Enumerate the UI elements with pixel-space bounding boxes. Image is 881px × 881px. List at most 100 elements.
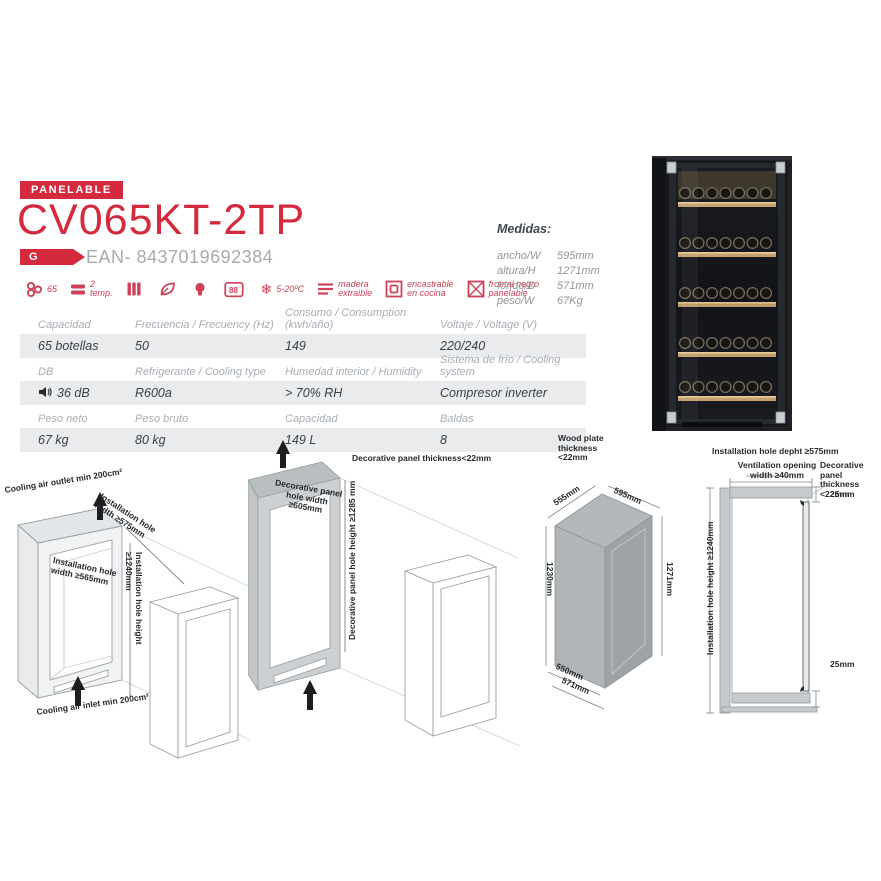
feature-label: madera extraible — [338, 279, 373, 299]
feature-temp-zones: 2 temp. — [70, 279, 113, 299]
spec-value: 50 — [135, 339, 149, 353]
spec-value: 67 kg — [38, 433, 69, 447]
spec-header: Baldas — [440, 413, 474, 425]
spec-header: Peso neto — [38, 413, 88, 425]
spec-header: Peso bruto — [135, 413, 189, 425]
dimension-label: fondo/D — [497, 280, 536, 292]
spec-header-row: DB Refrigerante / Cooling type Humedad i… — [20, 354, 586, 378]
dimension-value: 571mm — [557, 280, 594, 292]
spec-table: Capacidad Frecuencia / Frecuency (Hz) Co… — [20, 307, 586, 458]
feature-bottles: 65 — [26, 281, 57, 298]
panelable-badge: PANELABLE — [20, 181, 123, 199]
spec-value: R600a — [135, 386, 172, 400]
feature-label: 5-20ºC — [276, 283, 305, 294]
bottles-icon — [26, 281, 43, 298]
spec-value: 80 kg — [135, 433, 166, 447]
spec-value-row: 36 dB R600a > 70% RH Compresor inverter — [20, 381, 586, 405]
dimensions-title: Medidas: — [497, 222, 552, 236]
feature-temperature-range: ❄ 5-20ºC — [261, 282, 305, 296]
section-diagram-art — [706, 475, 829, 714]
feature-label: encastrable en cocina — [407, 279, 454, 299]
svg-text:88: 88 — [229, 286, 238, 295]
product-photo — [652, 156, 792, 433]
section-depth-label: Installation hole depht ≥575mm — [712, 446, 839, 456]
section-diagram: Installation hole depht ≥575mm Ventilati… — [700, 440, 881, 740]
spec-value: 36 dB — [57, 386, 90, 400]
section-gap-bottom-label: 25mm — [830, 659, 855, 669]
feature-built-in: encastrable en cocina — [385, 279, 454, 299]
energy-class-badge: G — [20, 249, 85, 265]
panel-thickness-label: Decorative panel thickness<22mm — [352, 453, 492, 463]
section-gap-top-label: 25mm — [830, 489, 855, 499]
snowflake-icon: ❄ — [260, 281, 273, 298]
dimension-row: peso/W 67Kg — [497, 295, 600, 310]
feature-wood-shelves: madera extraible — [317, 279, 373, 299]
hole-height-label: Installation hole height ≥1240mm — [124, 552, 144, 645]
spec-value-row: 67 kg 80 kg 149 L 8 — [20, 428, 586, 452]
dim-1230-label: 1230mm — [545, 562, 555, 597]
spec-value: 8 — [440, 433, 447, 447]
spec-value-row: 65 botellas 50 149 220/240 — [20, 334, 586, 358]
bulb-icon — [193, 281, 207, 298]
digital-display-icon: 88 — [223, 281, 244, 298]
feature-eco — [159, 281, 180, 297]
wood-rails-icon — [317, 281, 334, 297]
spec-value: 220/240 — [440, 339, 486, 353]
panel-front-icon — [467, 280, 485, 298]
spec-header: Frecuencia / Frecuency (Hz) — [135, 319, 274, 331]
wine-cooler-image — [652, 156, 792, 431]
spec-value: 149 — [285, 339, 306, 353]
dimension-label: ancho/W — [497, 250, 541, 262]
feature-light — [193, 281, 211, 298]
spec-value-noise: 36 dB — [38, 386, 135, 401]
shelves-icon — [126, 281, 142, 297]
spec-value: 65 botellas — [38, 339, 99, 353]
feature-icons-row: 65 2 temp. 88 ❄ 5-20ºC madera extraib — [26, 279, 540, 299]
spec-header: Humedad interior / Humidity — [285, 366, 422, 378]
spec-header: Sistema de frío / Cooling system — [440, 354, 561, 378]
dimension-label: peso/W — [497, 295, 535, 307]
leaf-icon — [159, 281, 176, 297]
panel-diagram-art — [247, 440, 521, 747]
spec-value: 149 L — [285, 433, 317, 447]
spec-header: Voltaje / Voltage (V) — [440, 319, 538, 331]
dim-1271-label: 1271mm — [665, 562, 675, 597]
feature-shelves — [126, 281, 146, 297]
feature-label: frontal negro panelable — [488, 279, 540, 299]
spec-header-row: Peso neto Peso bruto Capacidad Baldas — [20, 411, 586, 425]
dimension-value: 67Kg — [557, 295, 583, 307]
spec-header: DB — [38, 366, 54, 378]
install-diagram-art — [17, 492, 251, 759]
feature-label: 2 temp. — [90, 279, 113, 299]
spec-header: Consumo / Consumption (kwh/año) — [285, 307, 407, 331]
temp-zones-icon — [70, 282, 86, 297]
panel-diagram: Decorative panel thickness<22mm Decorati… — [247, 440, 533, 750]
spec-value: Compresor inverter — [440, 386, 547, 400]
feature-display: 88 — [223, 281, 248, 298]
spec-header-row: Capacidad Frecuencia / Frecuency (Hz) Co… — [20, 307, 586, 331]
section-height-label: Installation hole height ≥1240mm — [705, 521, 715, 655]
spec-value: > 70% RH — [285, 386, 343, 400]
hinges — [666, 161, 786, 424]
unit-diagram: Wood plate thickness <22mm 555mm 595mm 1… — [540, 433, 710, 730]
section-panel-thickness-label: Decorative panel thickness <22mm — [820, 460, 864, 499]
spec-header: Capacidad — [38, 319, 91, 331]
wood-plate-label: Wood plate thickness <22mm — [558, 433, 604, 463]
panel-hole-height-label: Decorative panel hole height ≥1285 mm — [347, 480, 357, 640]
dimension-value: 595mm — [557, 250, 594, 262]
ean-code: EAN- 8437019692384 — [86, 247, 274, 267]
feature-panelable-front: frontal negro panelable — [467, 279, 540, 299]
dimension-row: ancho/W 595mm — [497, 250, 600, 265]
speaker-icon — [38, 386, 52, 401]
section-vent-label: Ventilation opening width ≥40mm — [737, 460, 817, 480]
dimension-row: fondo/D 571mm — [497, 280, 600, 295]
dimension-value: 1271mm — [557, 265, 600, 277]
model-title: CV065KT-2TP — [17, 196, 306, 244]
feature-label: 65 — [47, 283, 58, 294]
unit-diagram-art — [545, 485, 663, 710]
install-diagram: Cooling air outlet min 200cm² Installati… — [0, 440, 270, 780]
